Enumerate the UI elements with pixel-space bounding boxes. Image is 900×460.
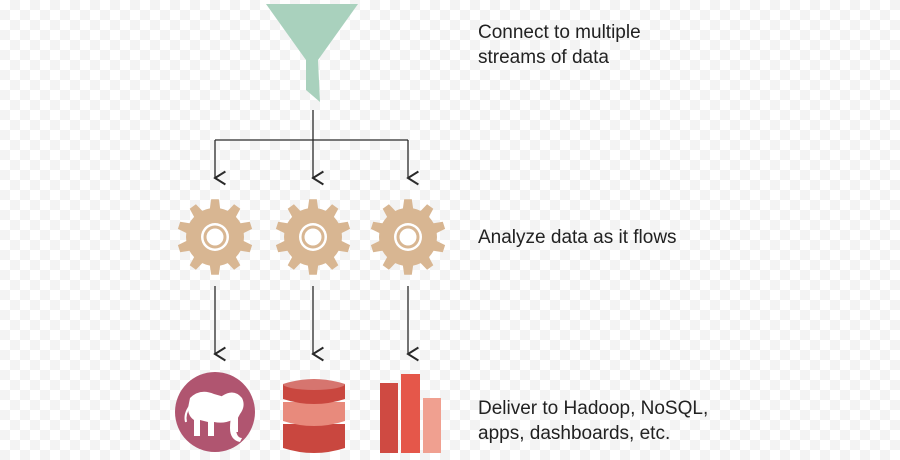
bar-left [380,383,398,453]
deliver-line-2: apps, dashboards, etc. [478,423,671,444]
analyze-step-label: Analyze data as it flows [478,225,677,250]
database-icon [283,378,345,453]
connect-line-2: streams of data [478,47,609,68]
bar-middle [401,374,420,453]
analyze-line-1: Analyze data as it flows [478,227,677,248]
branch-connectors [215,110,408,178]
elephant-icon [175,372,255,452]
funnel-icon [266,4,358,102]
deliver-step-label: Deliver to Hadoop, NoSQL, apps, dashboar… [478,396,708,446]
bar-chart-icon [380,374,441,453]
delivery-arrows [215,286,408,354]
connect-line-1: Connect to multiple [478,22,641,43]
gear-icon [370,199,446,275]
bar-right [423,398,441,453]
gear-icon [177,199,253,275]
connect-step-label: Connect to multiple streams of data [478,20,641,70]
gears-group [177,199,446,275]
gear-icon [275,199,351,275]
deliver-line-1: Deliver to Hadoop, NoSQL, [478,398,709,419]
